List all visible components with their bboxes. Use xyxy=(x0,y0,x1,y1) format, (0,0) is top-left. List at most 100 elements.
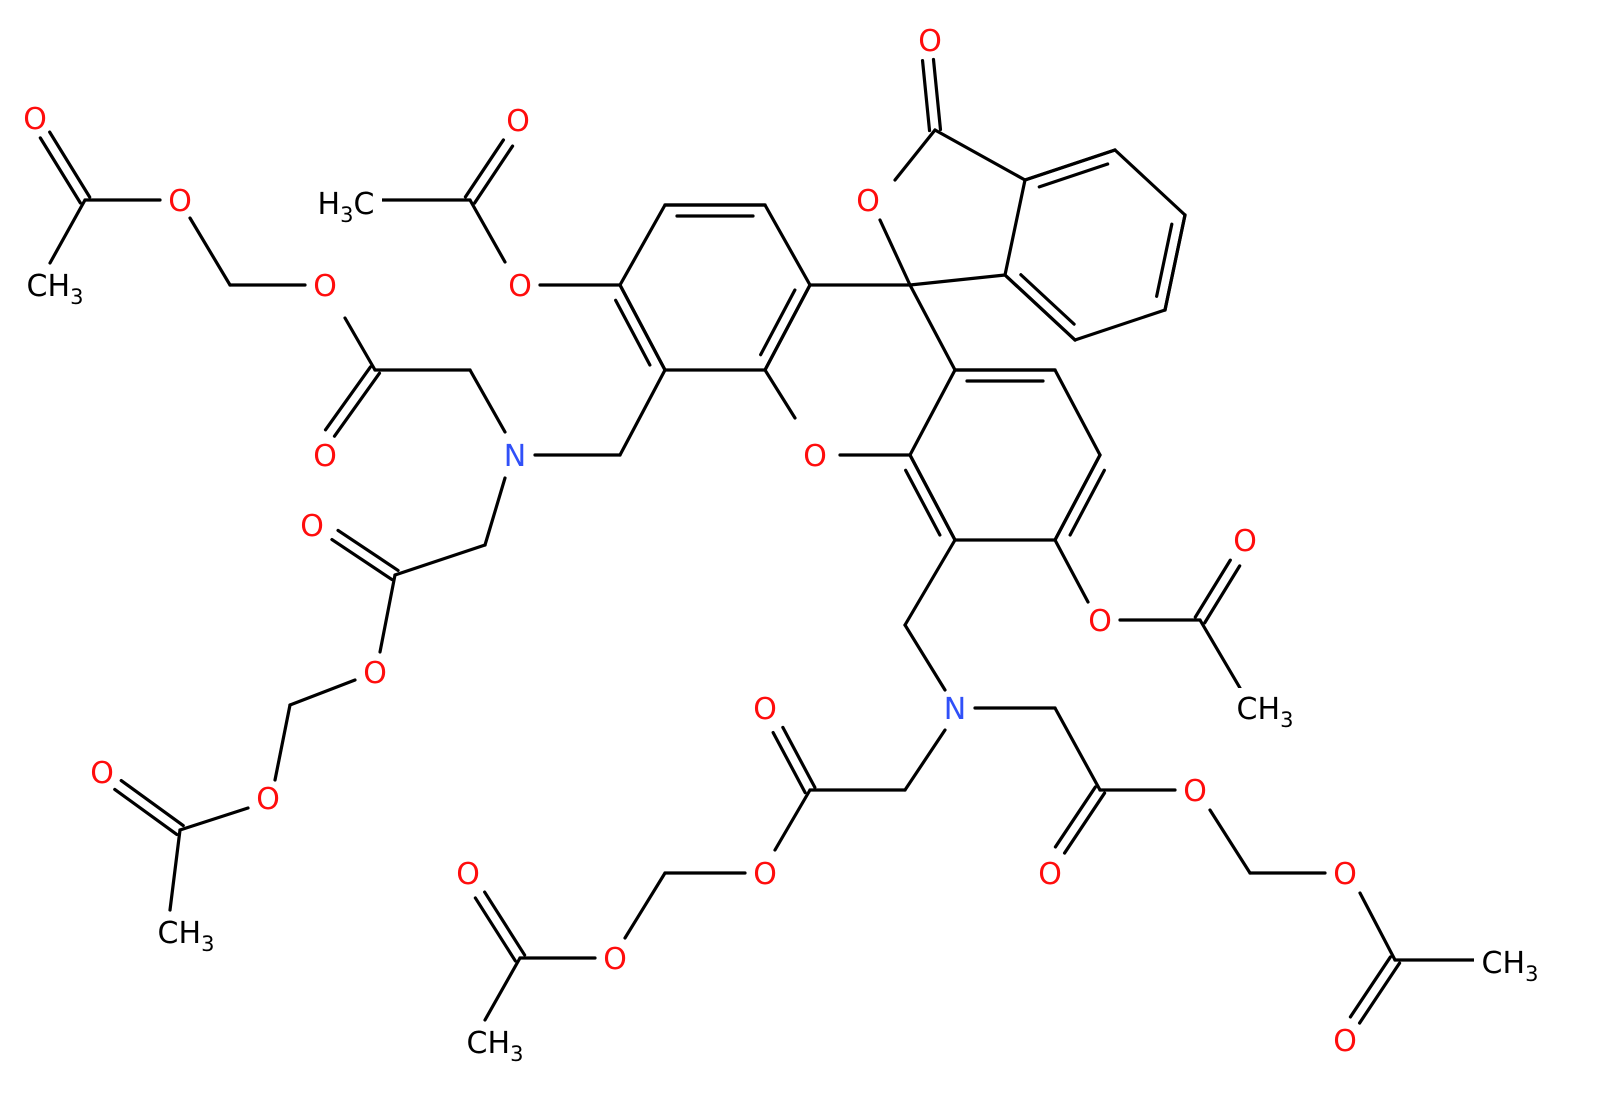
oxygen-atom-label: O xyxy=(300,509,324,544)
ring-double-bond xyxy=(1068,468,1106,537)
bond xyxy=(623,871,667,940)
oxygen-atom-label: O xyxy=(1038,857,1062,892)
methyl-group: CH3 xyxy=(19,265,91,309)
oxygen-atom-label: O xyxy=(1183,774,1207,809)
oxygen-atom: O xyxy=(451,856,485,892)
oxygen-atom-label: O xyxy=(918,24,942,59)
carbonyl-double-bond xyxy=(119,778,185,828)
oxygen-atom-label: O xyxy=(1233,524,1257,559)
carbonyl-double-bond xyxy=(1357,961,1402,1025)
oxygen-atom: O xyxy=(798,438,832,474)
bond xyxy=(618,368,667,457)
carbonyl-double-bond xyxy=(463,138,506,199)
oxygen-atom: O xyxy=(358,655,392,691)
ring-double-bond xyxy=(1023,148,1117,182)
oxygen-atom: O xyxy=(308,438,342,474)
oxygen-atom-label: O xyxy=(313,439,337,474)
oxygen-atom-label: O xyxy=(23,102,47,137)
bond xyxy=(168,828,182,912)
methyl-group: CH3 xyxy=(1474,942,1546,986)
carbonyl-double-bond xyxy=(781,725,817,790)
bond xyxy=(903,538,957,627)
ring-double-bond xyxy=(1003,273,1077,342)
oxygen-atom-label: O xyxy=(313,269,337,304)
oxygen-atom-label: O xyxy=(456,857,480,892)
carbonyl-double-bond xyxy=(483,890,527,957)
methyl-label: CH3 xyxy=(1482,946,1539,986)
oxygen-atom: O xyxy=(1328,1023,1362,1059)
methyl-label: CH3 xyxy=(467,1026,524,1066)
oxygen-atom: O xyxy=(85,755,119,791)
oxygen-atom-label: O xyxy=(256,782,280,817)
oxygen-atom-label: O xyxy=(1333,857,1357,892)
ring-double-bond xyxy=(614,298,652,367)
oxygen-atom-label: O xyxy=(506,104,530,139)
bond xyxy=(1053,538,1090,604)
bond xyxy=(933,128,1027,182)
ring-bond xyxy=(1073,308,1167,342)
oxygen-atom: O xyxy=(1178,773,1212,809)
carbonyl-double-bond xyxy=(771,730,807,795)
oxygen-atom: O xyxy=(308,268,342,304)
bond xyxy=(188,216,232,287)
oxygen-atom: O xyxy=(503,268,537,304)
methyl-group: CH3 xyxy=(1229,688,1301,732)
oxygen-atom: O xyxy=(163,183,197,219)
carbonyl-double-bond xyxy=(113,787,179,837)
bond xyxy=(908,273,1007,287)
oxygen-atom-label: O xyxy=(753,857,777,892)
oxygen-atom: O xyxy=(748,691,782,727)
bond xyxy=(773,788,812,852)
bond xyxy=(893,128,937,182)
oxygen-atom-label: O xyxy=(1333,1024,1357,1059)
oxygen-atom: O xyxy=(1083,603,1117,639)
oxygen-atom: O xyxy=(913,23,947,59)
ring-bond xyxy=(908,368,957,457)
bond xyxy=(468,368,507,434)
ring-double-bond xyxy=(759,288,797,357)
carbonyl-double-bond xyxy=(472,144,515,205)
bond xyxy=(288,678,357,707)
carbonyl-double-bond xyxy=(323,365,373,432)
oxygen-atom-label: O xyxy=(856,184,880,219)
bond xyxy=(763,368,797,420)
methyl-group: CH3 xyxy=(150,912,222,956)
methyl-label: CH3 xyxy=(27,269,84,309)
oxygen-atom: O xyxy=(851,183,885,219)
oxygen-atom-label: O xyxy=(1088,604,1112,639)
oxygen-atom: O xyxy=(251,781,285,817)
nitrogen-atom: N xyxy=(498,438,532,474)
oxygen-atom-label: O xyxy=(168,184,192,219)
oxygen-atom: O xyxy=(295,508,329,544)
oxygen-atom-label: O xyxy=(363,656,387,691)
ring-double-bond xyxy=(908,453,957,542)
oxygen-atom: O xyxy=(501,103,535,139)
oxygen-atom-label: O xyxy=(803,439,827,474)
ring-bond xyxy=(1113,148,1187,217)
bond xyxy=(763,203,812,287)
carbonyl-double-bond xyxy=(1062,791,1107,855)
bonds-layer xyxy=(38,57,1477,1025)
bond xyxy=(343,316,377,372)
carbonyl-double-bond xyxy=(38,136,82,205)
ring-double-bond xyxy=(618,283,667,372)
ring-double-bond xyxy=(1155,222,1174,298)
methyl-group: CH3 xyxy=(459,1022,531,1066)
bond xyxy=(393,543,487,577)
bond xyxy=(48,198,87,265)
bond xyxy=(878,218,912,287)
bond xyxy=(178,806,250,832)
bond xyxy=(378,573,397,654)
ring-double-bond xyxy=(1163,213,1187,312)
bond xyxy=(1053,706,1102,792)
carbonyl-double-bond xyxy=(473,896,517,963)
ring-bond xyxy=(1003,178,1027,277)
atom-labels-layer: OOOOOH3CNOOOOCH3OOOOCH3OOCH3NOOOOCH3OOOO… xyxy=(18,23,1546,1066)
carbonyl-double-bond xyxy=(1348,955,1393,1019)
bond xyxy=(1198,618,1242,690)
bond xyxy=(618,203,667,287)
oxygen-atom: O xyxy=(1228,523,1262,559)
ring-double-bond xyxy=(1019,273,1076,326)
carbonyl-double-bond xyxy=(931,57,943,132)
